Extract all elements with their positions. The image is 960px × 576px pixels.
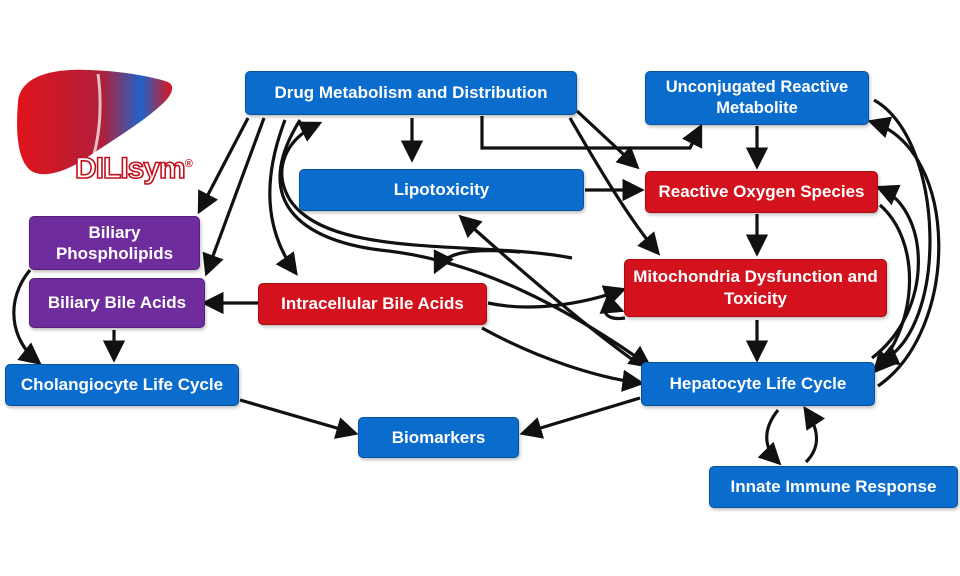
node-label: Cholangiocyte Life Cycle bbox=[20, 375, 224, 394]
dilisym-brand-text: DILIsym® bbox=[74, 151, 193, 186]
arrow-hep-to-ros bbox=[871, 184, 920, 360]
arrow-hep-to-innate bbox=[757, 409, 782, 466]
node-lipotoxicity: Lipotoxicity bbox=[299, 169, 584, 211]
arrow-unconj-to-hep bbox=[873, 98, 932, 365]
node-reactive-oxygen-species: Reactive Oxygen Species bbox=[645, 171, 878, 213]
node-label: Reactive Oxygen Species bbox=[658, 182, 865, 201]
arrow-mito-to-intra-up bbox=[433, 249, 521, 275]
arrow-drug-to-ros bbox=[575, 109, 640, 170]
arrow-innate-to-hep bbox=[803, 406, 826, 464]
arrow-intra-to-hepatocyte bbox=[481, 326, 645, 392]
node-label: Biliary Bile Acids bbox=[47, 293, 187, 312]
arrow-ros-to-hep bbox=[872, 203, 912, 374]
node-label: Biomarkers bbox=[391, 427, 486, 447]
node-cholangiocyte-life-cycle: Cholangiocyte Life Cycle bbox=[5, 364, 239, 406]
node-hepatocyte-life-cycle: Hepatocyte Life Cycle bbox=[641, 362, 875, 406]
node-innate-immune-response: Innate Immune Response bbox=[709, 466, 958, 508]
node-label: Innate Immune Response bbox=[730, 477, 937, 496]
node-biomarkers: Biomarkers bbox=[358, 417, 519, 458]
arrow-drug-to-hepatocyte bbox=[278, 119, 652, 368]
node-biliary-bile-acids: Biliary Bile Acids bbox=[29, 278, 205, 328]
node-label: Unconjugated Reactive Metabolite bbox=[665, 78, 849, 117]
arrow-drug-to-biliary-bile bbox=[202, 117, 266, 277]
node-label: Biliary Phospholipids bbox=[55, 223, 174, 263]
arrow-drug-to-intracellular bbox=[268, 119, 298, 276]
arrow-biliary-loop bbox=[12, 268, 42, 365]
arrow-mito-self-loop bbox=[599, 293, 626, 321]
arrow-hep-to-lipotox bbox=[458, 214, 641, 367]
arrow-drug-to-mito bbox=[568, 117, 661, 256]
node-label: Drug Metabolism and Distribution bbox=[274, 83, 548, 102]
registered-mark: ® bbox=[184, 158, 193, 170]
arrow-hep-to-biomarkers bbox=[519, 396, 641, 439]
brand-name: DILIsym bbox=[74, 151, 186, 186]
arrow-drug-to-biliary-phos bbox=[197, 117, 250, 215]
arrow-cholangio-to-biomarkers bbox=[239, 398, 359, 439]
node-mitochondria-dysfunction: Mitochondria Dysfunction and Toxicity bbox=[624, 259, 887, 317]
node-drug-metabolism: Drug Metabolism and Distribution bbox=[245, 71, 577, 115]
liver-icon bbox=[17, 69, 173, 175]
node-intracellular-bile-acids: Intracellular Bile Acids bbox=[258, 283, 487, 325]
node-unconjugated-reactive-metabolite: Unconjugated Reactive Metabolite bbox=[645, 71, 869, 125]
node-label: Lipotoxicity bbox=[393, 180, 490, 199]
arrow-hep-to-unconj-outer bbox=[867, 116, 941, 388]
node-label: Mitochondria Dysfunction and Toxicity bbox=[633, 267, 878, 308]
node-label: Intracellular Bile Acids bbox=[281, 294, 464, 313]
node-label: Hepatocyte Life Cycle bbox=[669, 374, 847, 393]
node-biliary-phospholipids: Biliary Phospholipids bbox=[29, 216, 200, 270]
